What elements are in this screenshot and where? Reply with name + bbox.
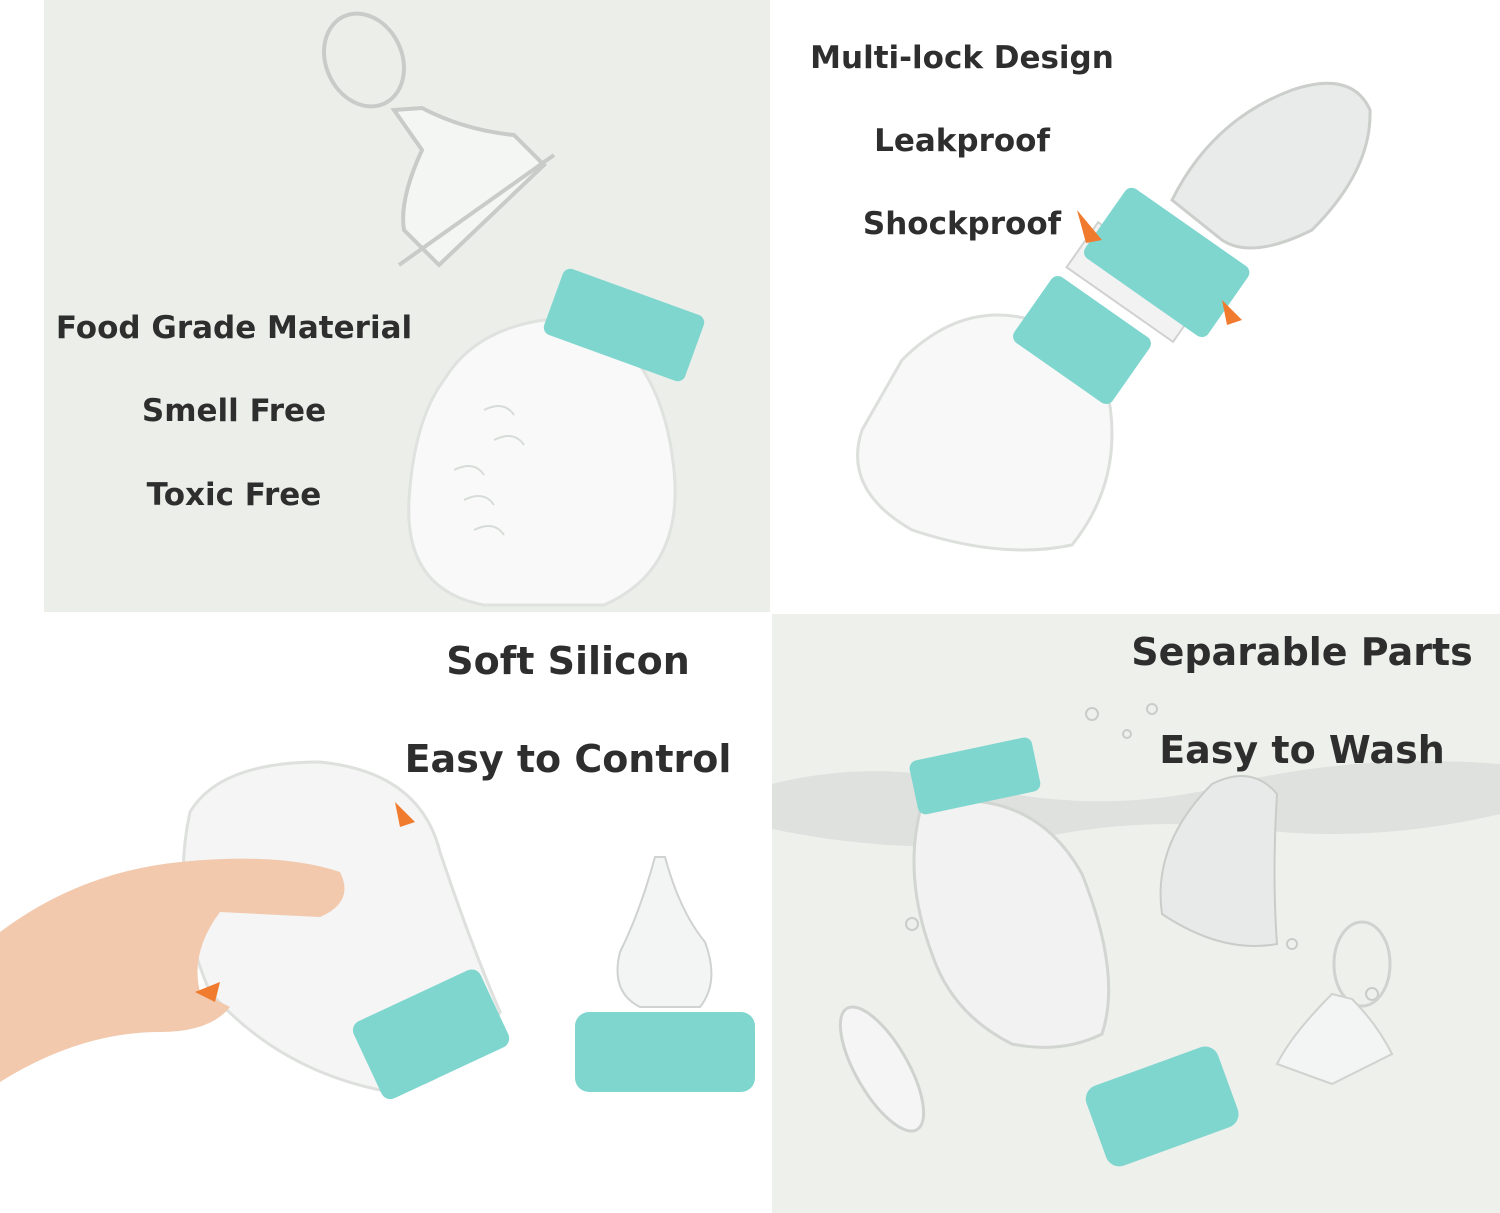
feature-easy-to-wash: Easy to Wash [1159,728,1445,772]
feature-multi-lock-design: Multi-lock Design [810,40,1114,76]
feature-separable-parts: Separable Parts [1131,630,1473,674]
panel-multi-lock: Multi-lock Design Leakproof Shockproof [772,0,1500,612]
bottle-icon [909,737,1111,1049]
feature-shockproof: Shockproof [862,206,1062,242]
squeeze-bottle-illustration [0,760,755,1100]
bottle-icon [407,268,705,607]
spoon-cap-icon [1170,81,1372,250]
spoon-nipple-icon [322,11,556,268]
arrow-in-icon [1077,210,1242,325]
feature-soft-silicon: Soft Silicon [446,639,690,683]
panel-soft-silicon: Soft Silicon Easy to Control [0,612,772,1213]
feature-leakproof: Leakproof [874,123,1050,159]
hand-icon [0,858,345,1082]
feature-toxic-free: Toxic Free [146,477,322,513]
bottle-icon [181,760,510,1100]
feature-smell-free: Smell Free [141,393,327,429]
ring-icon [838,1005,1239,1167]
panel-food-grade: Food Grade Material Smell Free Toxic Fre… [44,0,770,612]
spoon-nipple-icon [1275,920,1394,1086]
bottle-icon [856,187,1250,552]
arrow-in-icon [195,802,415,1002]
nipple-icon [575,856,755,1092]
assembled-bottle-illustration [856,81,1372,552]
panel-separable: Separable Parts Easy to Wash [772,614,1500,1213]
feature-easy-to-control: Easy to Control [404,737,732,781]
parts-in-water-illustration [772,703,1500,1167]
bottle-and-spoon-illustration [322,11,705,607]
feature-food-grade-material: Food Grade Material [55,310,413,346]
cap-icon [1159,775,1279,947]
